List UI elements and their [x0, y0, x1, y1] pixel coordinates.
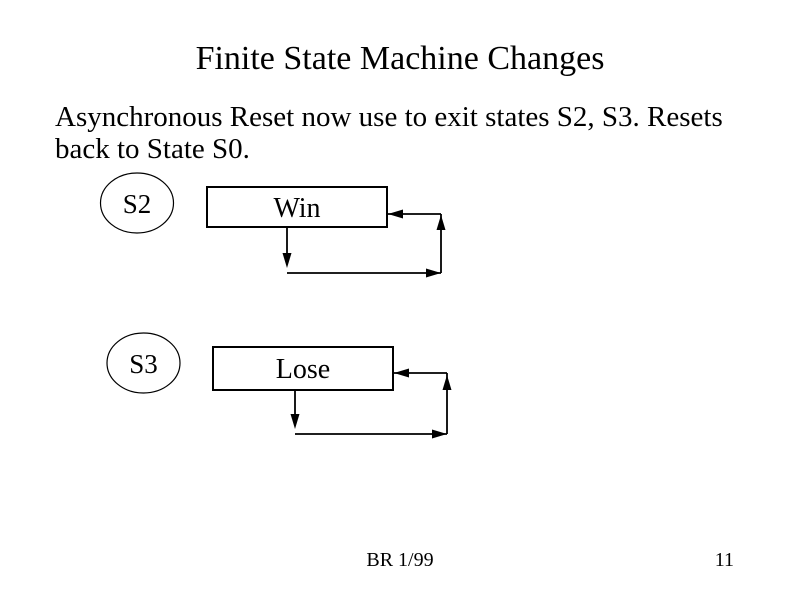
state-s3-ellipse	[106, 332, 181, 394]
state-s2-ellipse	[99, 172, 175, 234]
win-arrowhead-left-icon	[388, 209, 403, 219]
lose-arrowhead-right-icon	[432, 429, 447, 439]
lose-arrowhead-down-icon	[290, 414, 300, 429]
page-number: 11	[714, 549, 734, 571]
state-s3-label: S3	[129, 349, 158, 379]
s3-lose-group: S3 Lose	[106, 332, 452, 439]
lose-action-box	[212, 346, 394, 391]
lose-arrowhead-up-icon	[442, 375, 452, 390]
slide-title: Finite State Machine Changes	[195, 40, 605, 77]
s2-win-group: S2 Win	[99, 172, 446, 278]
win-action-label: Win	[273, 193, 320, 224]
win-arrowhead-down-icon	[282, 253, 292, 268]
win-arrowhead-right-icon	[426, 268, 441, 278]
lose-action-label: Lose	[276, 354, 330, 385]
win-action-box	[206, 186, 388, 228]
lose-arrowhead-left-icon	[394, 368, 409, 378]
body-text-line-2: back to State S0.	[55, 133, 250, 165]
body-text-line-1: Asynchronous Reset now use to exit state…	[55, 101, 723, 133]
body-text: Asynchronous Reset now use to exit state…	[55, 101, 723, 165]
win-arrowhead-up-icon	[436, 215, 446, 230]
state-s2-label: S2	[123, 189, 152, 219]
footer-credit: BR 1/99	[366, 549, 434, 571]
